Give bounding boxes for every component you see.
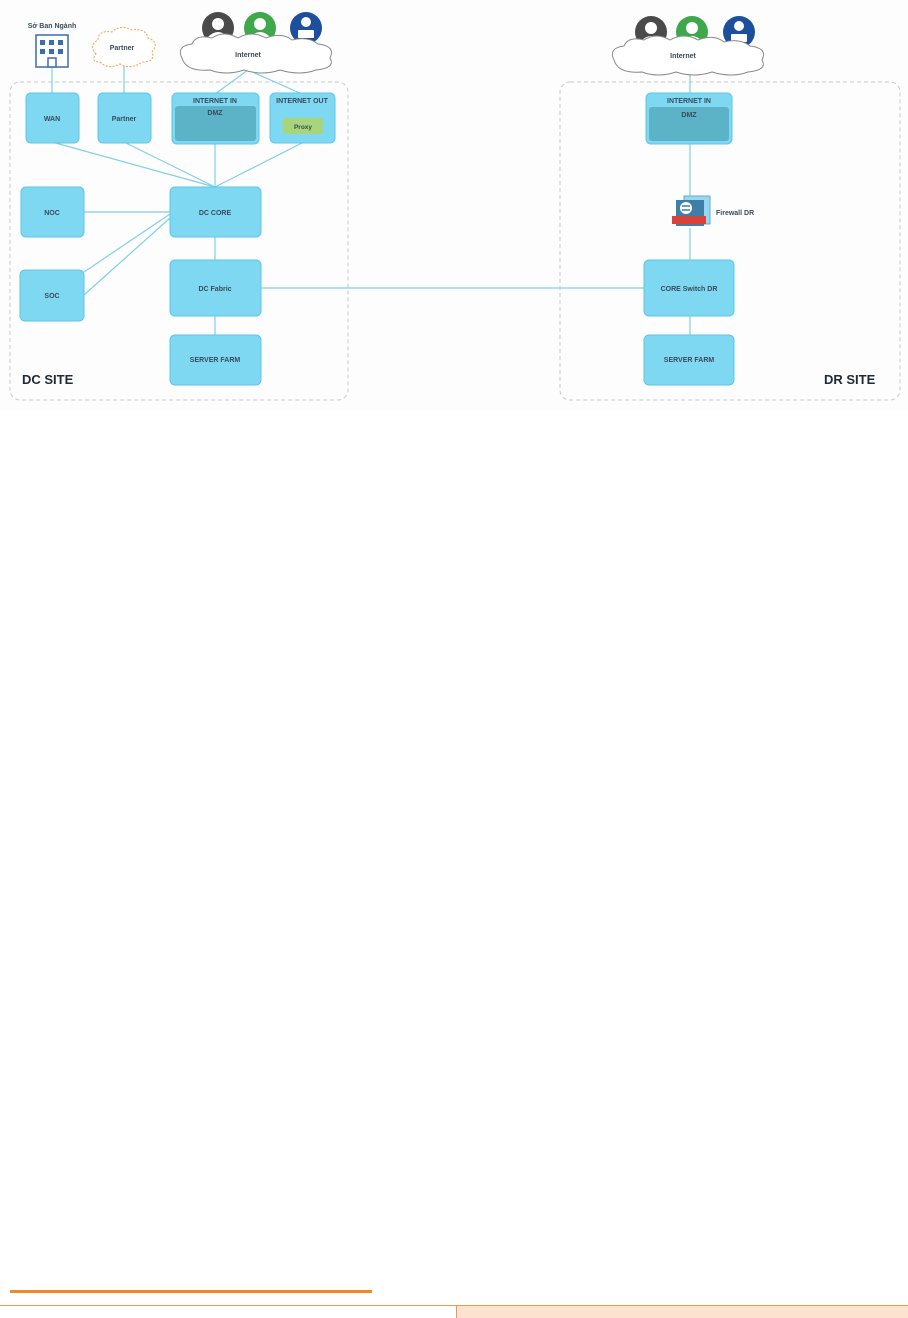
footer-highlight-box [456,1306,908,1318]
internet-cloud-icon [179,33,332,74]
user-laptop-icon [290,12,322,44]
partner-cloud-label: Partner [110,45,135,52]
internet-cloud-label: Internet [235,52,261,59]
dc-site-container [9,81,349,401]
dr-internet-in-label: INTERNET IN [667,98,711,105]
core-switch-dr-node [643,259,735,317]
dr-dmz-label: DMZ [681,112,697,119]
building-label: Sở Ban Ngành [28,23,77,30]
dr-site-label: DR SITE [824,372,876,387]
dr-internet-cloud-label: Internet [670,53,696,60]
noc-node [20,186,85,238]
dmz-label: DMZ [207,110,223,117]
footer-divider [0,1305,908,1306]
wan-node [25,92,80,144]
soc-node [19,269,85,322]
noc-label: NOC [44,210,60,217]
dc-core-node [169,186,262,238]
soc-label: SOC [44,293,59,300]
partner-cloud-icon [92,26,156,68]
proxy-label: Proxy [294,124,312,131]
dr-server-farm-node [643,334,735,386]
internet-in-label: INTERNET IN [193,98,237,105]
dmz-zone [175,106,256,141]
network-diagram: Internet Sở Ban Ngành Partner WAN Partne… [0,0,908,410]
dc-site-label: DC SITE [22,372,74,387]
firewall-label: Firewall DR [716,210,754,217]
core-switch-dr-label: CORE Switch DR [661,286,718,293]
proxy-box [283,118,323,134]
partner-label: Partner [112,116,137,123]
partner-node [97,92,152,144]
building-icon [35,34,69,68]
dc-internet-group: Internet [179,12,332,74]
dr-internet-group: Internet [611,16,764,76]
dc-core-label: DC CORE [199,210,232,217]
dc-fabric-node [169,259,262,317]
dr-server-farm-label: SERVER FARM [664,357,715,364]
dr-site-container [559,81,901,401]
firewall-icon [672,195,711,226]
internet-out-label: INTERNET OUT [276,98,328,105]
footer-accent-line [10,1290,372,1293]
user-laptop-icon [723,16,755,48]
dr-dmz-zone [649,107,729,141]
dc-server-farm-label: SERVER FARM [190,357,241,364]
dc-fabric-label: DC Fabric [198,286,231,293]
wan-label: WAN [44,116,60,123]
dc-server-farm-node [169,334,262,386]
internet-cloud-icon [611,35,764,76]
connection-links [51,66,691,335]
